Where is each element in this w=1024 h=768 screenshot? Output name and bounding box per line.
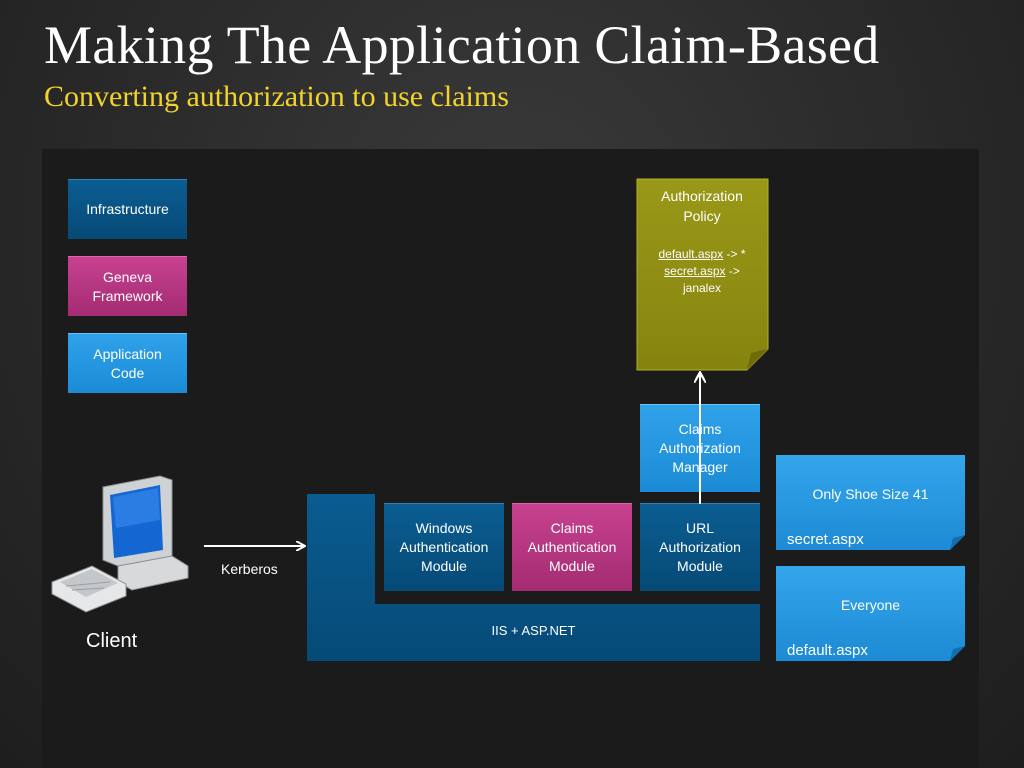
- legend-infrastructure: Infrastructure: [68, 179, 187, 239]
- policy-rule-default: default.aspx -> *: [637, 246, 767, 263]
- policy-rule-secret-value: ->: [725, 264, 740, 278]
- windows-authentication-module: Windows Authentication Module: [384, 503, 504, 591]
- legend-application-code: Application Code: [68, 333, 187, 393]
- policy-rule-default-value: -> *: [723, 247, 746, 261]
- slide-subtitle: Converting authorization to use claims: [44, 80, 509, 113]
- iis-aspnet-label: IIS + ASP.NET: [491, 623, 576, 638]
- url-authorization-module: URL Authorization Module: [640, 503, 760, 591]
- default-page-rule: Everyone: [840, 597, 901, 613]
- slide-title: Making The Application Claim-Based: [44, 15, 880, 75]
- default-page-document: [776, 566, 965, 661]
- default-page-filename: default.aspx: [787, 642, 868, 659]
- secret-page-rule: Only Shoe Size 41: [812, 486, 929, 502]
- policy-rules: default.aspx -> * secret.aspx -> janalex: [637, 246, 767, 297]
- policy-title: Authorization Policy: [637, 186, 767, 226]
- url-authorization-label: URL Authorization Module: [659, 520, 741, 574]
- legend-infrastructure-label: Infrastructure: [86, 201, 169, 217]
- claims-authentication-label: Claims Authentication Module: [527, 520, 617, 574]
- default-page-fold: [950, 646, 965, 661]
- legend-application-label: Application Code: [93, 345, 162, 381]
- secret-page-document: [776, 455, 965, 550]
- client-label: Client: [86, 630, 138, 652]
- windows-authentication-label: Windows Authentication Module: [399, 520, 489, 574]
- secret-page-filename: secret.aspx: [787, 531, 864, 548]
- client-computer-icon: [51, 475, 189, 613]
- claims-authentication-module: Claims Authentication Module: [512, 503, 632, 591]
- policy-rule-secret-page: secret.aspx: [664, 264, 726, 278]
- policy-title-text: Authorization Policy: [661, 188, 743, 224]
- claims-authorization-manager: Claims Authorization Manager: [640, 404, 760, 492]
- iis-aspnet-container: [307, 494, 760, 661]
- legend-geneva-label: Geneva Framework: [92, 268, 163, 304]
- secret-page-fold: [950, 535, 965, 550]
- policy-folded-corner: [747, 349, 768, 370]
- claims-authorization-manager-label: Claims Authorization Manager: [659, 421, 741, 475]
- kerberos-label: Kerberos: [221, 561, 278, 577]
- policy-rule-secret: secret.aspx ->: [637, 263, 767, 280]
- policy-rule-secret-user: janalex: [682, 281, 722, 295]
- legend-geneva-framework: Geneva Framework: [68, 256, 187, 316]
- policy-rule-default-page: default.aspx: [658, 247, 724, 261]
